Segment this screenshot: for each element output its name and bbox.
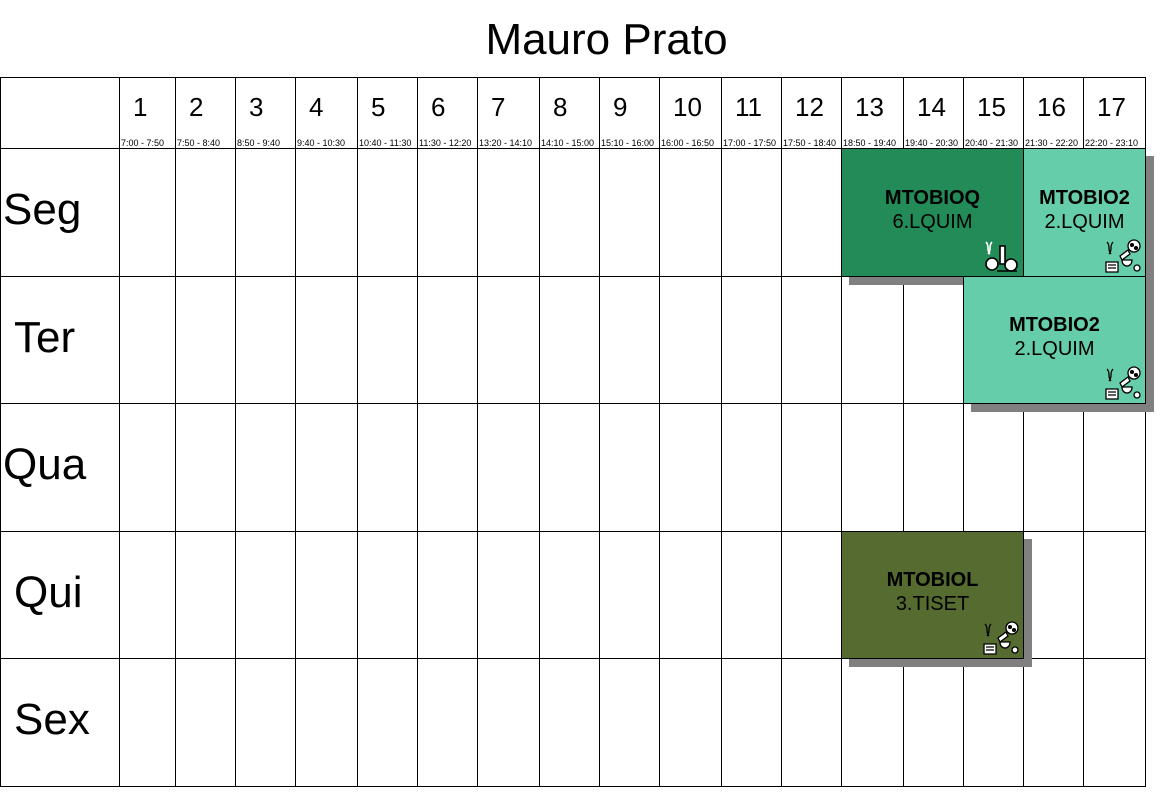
class-room: 2.LQUIM xyxy=(1014,338,1095,360)
grid-line-vertical xyxy=(903,77,904,787)
grid-line-vertical xyxy=(477,77,478,787)
period-number: 1 xyxy=(133,92,148,122)
grid-line-horizontal xyxy=(0,403,1146,404)
period-number: 13 xyxy=(855,92,884,122)
grid-line-vertical xyxy=(721,77,722,787)
grid-line-vertical xyxy=(0,77,1,787)
grid-line-vertical xyxy=(841,77,842,787)
grid-line-horizontal xyxy=(0,77,1146,78)
class-room: 6.LQUIM xyxy=(892,211,973,233)
period-time: 17:00 - 17:50 xyxy=(723,138,777,148)
grid-line-horizontal xyxy=(0,276,1146,277)
period-number: 5 xyxy=(371,92,386,122)
period-number: 11 xyxy=(735,92,762,122)
grid-line-vertical xyxy=(1145,77,1146,787)
period-number: 9 xyxy=(613,92,628,122)
day-label: Qui xyxy=(14,568,83,617)
day-label: Sex xyxy=(14,695,90,744)
period-number: 3 xyxy=(249,92,264,122)
period-time: 16:00 - 16:50 xyxy=(661,138,715,148)
period-time: 18:50 - 19:40 xyxy=(843,138,897,148)
grid-line-vertical xyxy=(599,77,600,787)
biology-books-icon xyxy=(1104,238,1142,274)
period-time: 14:10 - 15:00 xyxy=(541,138,595,148)
period-time: 10:40 - 11:30 xyxy=(359,138,412,148)
period-time: 13:20 - 14:10 xyxy=(479,138,533,148)
period-number: 4 xyxy=(309,92,324,122)
period-number: 6 xyxy=(431,92,446,122)
period-number: 2 xyxy=(189,92,204,122)
grid-line-horizontal xyxy=(0,531,1146,532)
class-code: MTOBIO2 xyxy=(1039,187,1130,209)
period-time: 17:50 - 18:40 xyxy=(783,138,837,148)
period-number: 15 xyxy=(977,92,1006,122)
grid-line-vertical xyxy=(963,77,964,787)
period-number: 10 xyxy=(673,92,702,122)
biology-books-icon xyxy=(982,620,1020,656)
class-room: 3.TISET xyxy=(895,593,970,615)
grid-line-vertical xyxy=(235,77,236,787)
biology-books-icon xyxy=(1104,365,1142,401)
period-time: 7:50 - 8:40 xyxy=(177,138,221,148)
grid-line-vertical xyxy=(539,77,540,787)
period-time: 19:40 - 20:30 xyxy=(905,138,959,148)
grid-line-horizontal xyxy=(0,148,1146,149)
period-time: 8:50 - 9:40 xyxy=(237,138,281,148)
period-time: 9:40 - 10:30 xyxy=(297,138,346,148)
period-time: 15:10 - 16:00 xyxy=(601,138,655,148)
day-label: Ter xyxy=(14,313,76,362)
period-time: 11:30 - 12:20 xyxy=(419,138,472,148)
period-time: 7:00 - 7:50 xyxy=(121,138,165,148)
class-code: MTOBIO2 xyxy=(1009,314,1100,336)
grid-line-vertical xyxy=(781,77,782,787)
biology-lab-icon xyxy=(982,238,1020,274)
day-label: Seg xyxy=(3,185,82,234)
page-title: Mauro Prato xyxy=(485,15,728,64)
period-number: 8 xyxy=(553,92,568,122)
grid-line-horizontal xyxy=(0,786,1146,787)
grid-line-vertical xyxy=(175,77,176,787)
grid-line-vertical xyxy=(295,77,296,787)
period-time: 20:40 - 21:30 xyxy=(965,138,1019,148)
period-number: 16 xyxy=(1037,92,1066,122)
period-time: 22:20 - 23:10 xyxy=(1085,138,1139,148)
grid-line-vertical xyxy=(417,77,418,787)
period-time: 21:30 - 22:20 xyxy=(1025,138,1079,148)
period-number: 7 xyxy=(491,92,506,122)
grid-line-vertical xyxy=(659,77,660,787)
grid-line-vertical xyxy=(1023,77,1024,787)
class-code: MTOBIOQ xyxy=(884,187,981,209)
period-number: 14 xyxy=(917,92,946,122)
grid-line-vertical xyxy=(357,77,358,787)
class-room: 2.LQUIM xyxy=(1044,211,1125,233)
grid-line-horizontal xyxy=(0,658,1146,659)
period-number: 17 xyxy=(1097,92,1126,122)
day-label: Qua xyxy=(3,440,87,489)
grid-line-vertical xyxy=(119,77,120,787)
grid-line-vertical xyxy=(1083,77,1084,787)
class-code: MTOBIOL xyxy=(886,569,979,591)
period-number: 12 xyxy=(795,92,824,122)
